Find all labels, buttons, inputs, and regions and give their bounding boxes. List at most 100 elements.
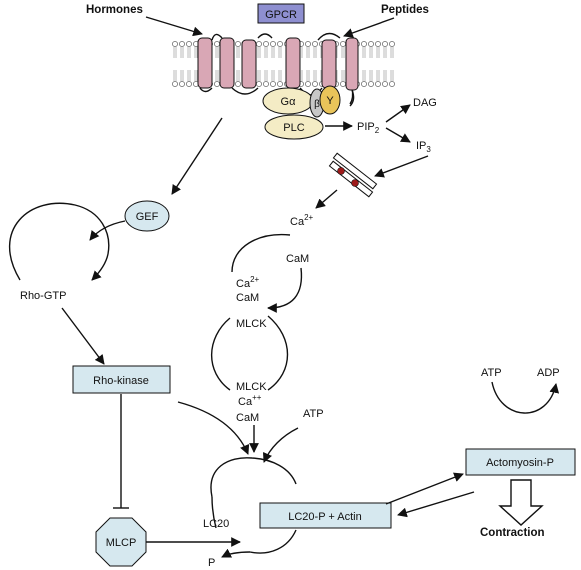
lipid-head [277,41,283,47]
lipid-head [361,41,367,47]
gpcr-label: GPCR [265,9,297,21]
gef-label: GEF [136,211,159,223]
lipid-head [214,41,220,47]
lipid-head [256,41,262,47]
lipid-head [214,81,220,87]
atp-right-label: ATP [481,367,502,379]
peptides-arrow [343,17,395,38]
lipid-head [172,81,178,87]
lipid-head [340,81,346,87]
receptor-helix-1 [197,37,213,89]
lipid-head [389,41,395,47]
rho-cycle-arrowhead [91,253,109,281]
dag-label: DAG [413,97,437,109]
atp-adp-arrow [491,381,560,414]
lipid-head [235,81,241,87]
rho-kinase-label: Rho-kinase [93,375,149,387]
lipid-head [186,41,192,47]
lipid-head [375,81,381,87]
rho-gtp-label: Rho-GTP [20,290,66,302]
mlck-complex-line3: CaM [236,412,259,424]
lipid-head [270,41,276,47]
contraction-arrow [498,479,544,526]
mlcp-label: MLCP [106,537,137,549]
adp-label: ADP [537,367,560,379]
lipid-head [270,81,276,87]
actomyosin-p-label: Actomyosin-P [486,457,554,469]
mlcp-node [95,517,147,567]
mlck-complex-line2: Ca++ [238,393,262,408]
g-gamma-subunit [319,85,341,115]
gpcr-box [257,3,305,24]
pip2-label: PIP2 [357,121,380,135]
lipid-head [256,81,262,87]
sr-to-ca-arrow [315,189,338,209]
lipid-head [179,41,185,47]
rho-kinase-to-lc20-arrow [177,401,250,455]
lipid-head [172,41,178,47]
lipid-head [389,81,395,87]
gpcr-to-gef-arrow [171,117,223,195]
ip3-to-sr-arrow [374,155,429,178]
cam-label: CaM [286,253,309,265]
lipid-head [368,81,374,87]
ca-cam-arc-top [231,233,291,273]
lipid-head [235,41,241,47]
ca-label: Ca2+ [290,213,314,228]
peptides-label: Peptides [381,4,429,16]
mlck-complex-line1: MLCK [236,381,267,393]
g-alpha-label: Gα [281,96,297,108]
lipid-head [312,81,318,87]
receptor-helix-5 [321,39,337,89]
lc20-to-p-arrow [221,548,251,558]
hormones-arrow [145,16,203,37]
lc20p-actin-box [259,502,392,529]
lipid-head [305,81,311,87]
lipid-head [382,41,388,47]
lipid-head [305,41,311,47]
lipid-head [340,41,346,47]
ip3-label: IP3 [416,140,431,154]
lipid-head [186,81,192,87]
atp-left-arrow [262,427,299,463]
receptor-helix-2 [219,37,235,89]
receptor-helix-6 [345,37,359,91]
lipid-head [361,81,367,87]
atp-left-label: ATP [303,408,324,420]
lipid-head [263,41,269,47]
plc-label: PLC [283,122,304,134]
mlck-arc-left [210,317,231,391]
hormones-label: Hormones [86,4,143,16]
ca-cam-arc-right [267,267,303,313]
rho-kinase-box [72,365,171,394]
ca-cam-complex-line1: Ca2+ [236,275,260,290]
g-gamma-label: Y [326,95,334,107]
lipid-head [375,41,381,47]
actomyosin-to-lc20p-arrow [397,491,475,518]
mlck-label: MLCK [236,318,267,330]
lipid-head [368,41,374,47]
rho-cycle-arc [8,202,110,281]
lc20-cycle-arc-left [211,496,217,529]
lc20p-to-actomyosin-arrow [385,472,464,505]
gef-node [124,200,170,232]
actomyosin-p-box [465,448,576,476]
lc20-cycle-arc-top [210,457,297,498]
lipid-head [179,81,185,87]
ip3-receptor-channel [328,152,378,198]
p-label: P [208,557,215,569]
pip2-to-ip3-arrow [385,127,411,143]
lipid-head [277,81,283,87]
ca-cam-complex-line2: CaM [236,292,259,304]
lc20-cycle-arc-bottom [249,529,297,554]
lipid-head [312,41,318,47]
receptor-helix-4 [285,37,301,89]
mlck-arc-right [267,315,289,391]
pip2-to-dag-arrow [385,104,411,123]
lc20-label: LC20 [203,518,229,530]
receptor-helix-3 [241,39,257,89]
g-beta-label: β [314,99,320,110]
lc20p-actin-label: LC20-P + Actin [288,511,361,523]
lipid-head [382,81,388,87]
